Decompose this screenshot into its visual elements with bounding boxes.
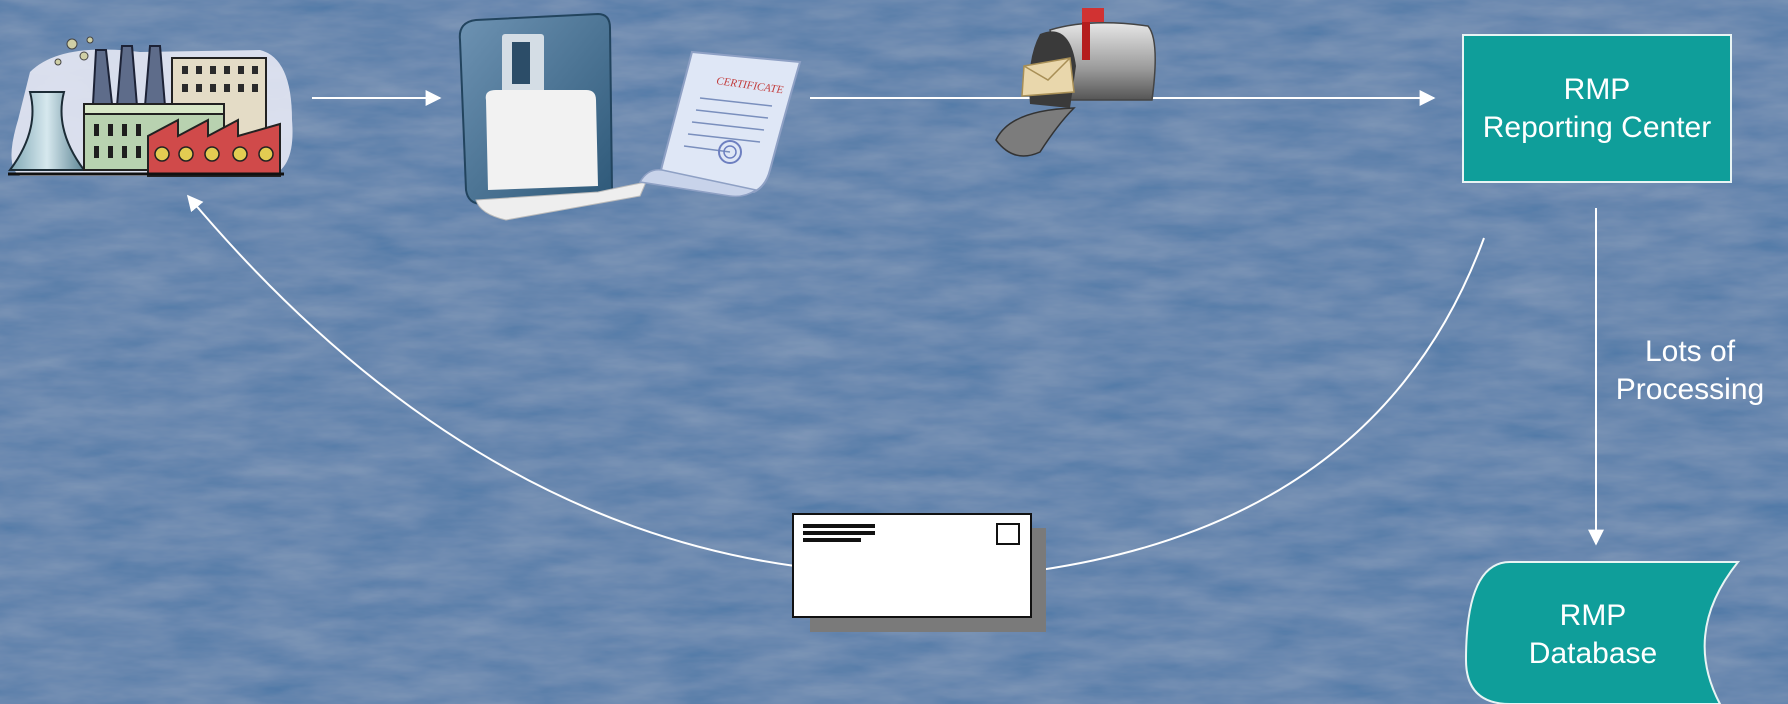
database-label-line1: RMP	[1560, 597, 1627, 635]
reporting-center-label-line1: RMP	[1564, 71, 1631, 109]
envelope-icon	[793, 514, 1046, 632]
processing-edge-label: Lots of Processing	[1600, 333, 1780, 409]
processing-label-line2: Processing	[1616, 371, 1764, 409]
database-node-label: RMP Database	[1466, 597, 1720, 704]
database-label-line2: Database	[1529, 635, 1657, 673]
reporting-center-node: RMP Reporting Center	[1462, 34, 1732, 183]
reporting-center-label-line2: Reporting Center	[1483, 109, 1711, 147]
processing-label-line1: Lots of	[1645, 333, 1735, 371]
